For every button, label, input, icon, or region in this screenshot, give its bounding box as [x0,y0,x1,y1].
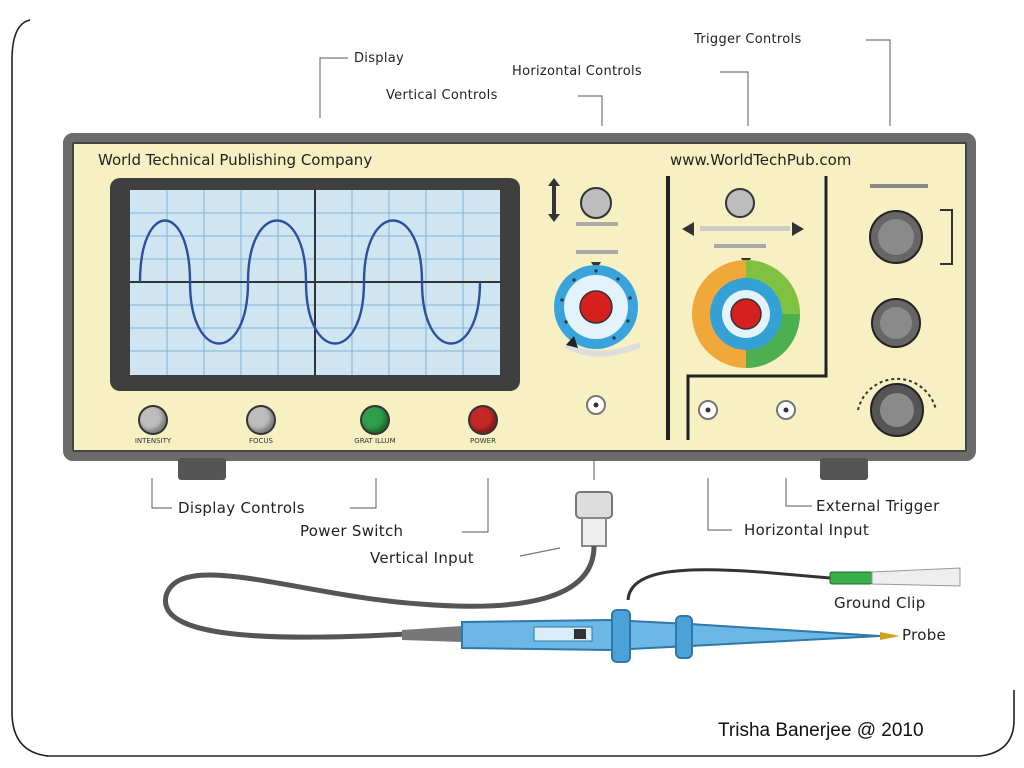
brand-url: www.WorldTechPub.com [670,151,852,169]
callout-display-controls: Display Controls [178,499,305,517]
slide-credit: Trisha Banerjee @ 2010 [718,720,924,741]
callout-horizontal-input: Horizontal Input [744,521,869,539]
callout-ground-clip: Ground Clip [834,594,926,612]
callout-trigger-controls: Trigger Controls [694,32,802,47]
grat-illum-label: GRAT ILLUM [354,437,396,445]
callout-power-switch: Power Switch [300,522,404,540]
power-label: POWER [470,437,496,445]
intensity-label: INTENSITY [134,437,172,445]
foot-left [178,458,226,480]
callout-horizontal-controls: Horizontal Controls [512,64,642,79]
display-screen [130,190,500,375]
focus-knob[interactable] [248,407,274,433]
brand-name: World Technical Publishing Company [98,151,373,169]
callout-vertical-input: Vertical Input [370,549,474,567]
waveform-trace [138,219,482,345]
callout-external-trigger: External Trigger [816,497,940,515]
intensity-knob[interactable] [140,407,166,433]
focus-label: FOCUS [249,437,273,445]
callout-vertical-controls: Vertical Controls [386,88,498,103]
callout-display: Display [354,51,405,66]
grat-illum-knob[interactable] [362,407,388,433]
callout-probe: Probe [902,626,947,644]
power-button[interactable] [470,407,496,433]
foot-right [820,458,868,480]
